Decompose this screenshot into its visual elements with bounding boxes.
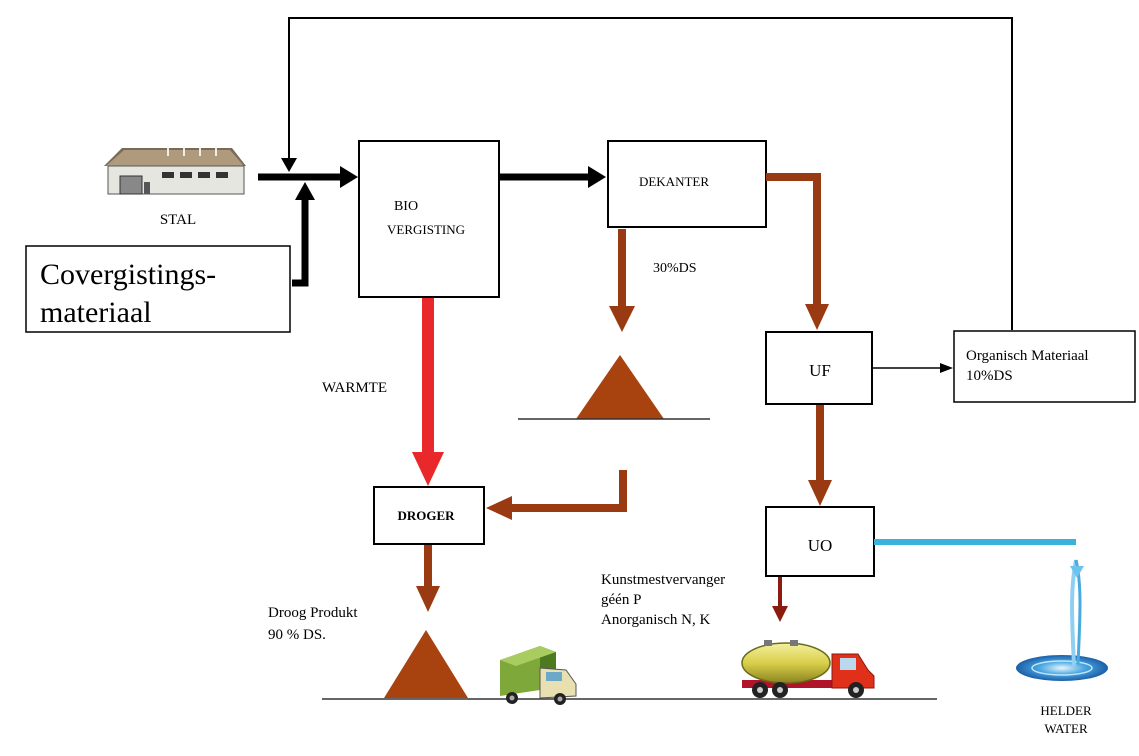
dekanter-box: DEKANTER <box>607 140 767 228</box>
bio-label-line1: BIO <box>394 199 418 214</box>
organisch-label-line2: 10%DS <box>966 368 1013 384</box>
dekanter-to-uf-arrow <box>766 173 829 330</box>
bio-label-line2: VERGISTING <box>387 222 465 237</box>
feed-flow-arrow <box>258 166 358 188</box>
stal-label: STAL <box>160 212 196 228</box>
tanker-truck-icon <box>741 640 875 698</box>
droger-label: DROGER <box>397 508 455 523</box>
dekanter-label: DEKANTER <box>639 174 709 189</box>
uf-to-organisch-arrow <box>872 363 953 373</box>
bio-vergisting-box: BIO VERGISTING <box>358 140 500 298</box>
uo-label: UO <box>808 536 833 555</box>
covergisting-label-line2: materiaal <box>40 296 152 329</box>
helder-water-label-line2: WATER <box>1044 721 1088 736</box>
helder-water-label-line1: HELDER <box>1040 703 1092 718</box>
fertilizer-flow-arrow <box>772 577 788 622</box>
water-splash-icon <box>1016 559 1108 681</box>
organisch-label-line1: Organisch Materiaal <box>966 348 1089 364</box>
warmte-arrow <box>412 298 444 486</box>
droog-produkt-label-line1: Droog Produkt <box>268 605 358 621</box>
droger-box: DROGER <box>373 486 485 545</box>
uo-box: UO <box>765 506 875 577</box>
delivery-truck-icon <box>500 646 577 705</box>
covergisting-label-line1: Covergistings- <box>40 258 216 291</box>
solids-pile <box>518 355 710 420</box>
bio-to-dekanter-arrow <box>500 166 606 188</box>
droger-to-product-arrow <box>416 545 440 612</box>
barn-icon <box>104 148 246 195</box>
dekanter-to-solids-arrow <box>609 229 635 332</box>
solids-to-droger-arrow <box>486 470 627 520</box>
uf-to-uo-arrow <box>808 405 832 506</box>
warmte-label: WARMTE <box>322 380 387 396</box>
covergisting-box: Covergistings- materiaal <box>25 245 291 333</box>
uf-label: UF <box>809 361 831 380</box>
dry-product-pile <box>384 630 468 698</box>
droog-produkt-label-line2: 90 % DS. <box>268 627 326 643</box>
kunstmest-label-line2: géén P <box>601 592 641 608</box>
covergisting-flow-arrow <box>292 182 315 287</box>
organisch-materiaal-box: Organisch Materiaal 10%DS <box>953 330 1136 403</box>
recycle-line <box>281 17 1013 330</box>
ds30-label: 30%DS <box>653 261 697 276</box>
uf-box: UF <box>765 331 873 405</box>
kunstmest-label-line3: Anorganisch N, K <box>601 612 710 628</box>
kunstmest-label-line1: Kunstmestvervanger <box>601 572 725 588</box>
